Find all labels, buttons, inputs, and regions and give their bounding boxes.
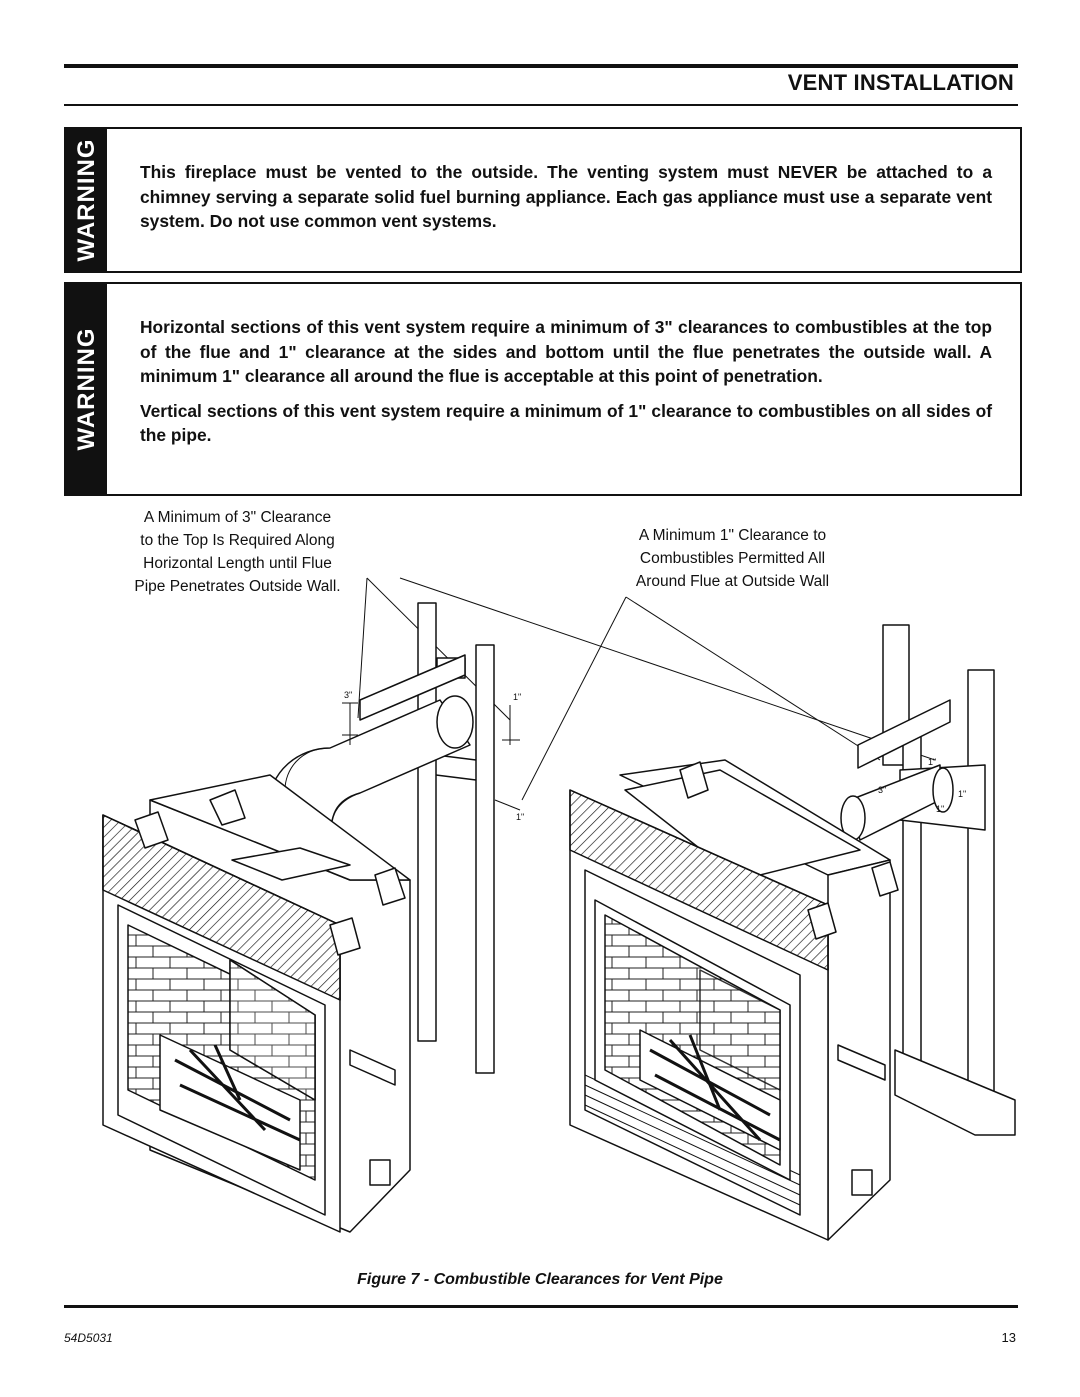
- vent-clearance-illustration: 3" 1" 1" 1" 1" 1" 3": [102, 577, 1016, 1241]
- dim-label-1in-wall-b: 1": [958, 789, 966, 799]
- warning-text-horizontal: Horizontal sections of this vent system …: [140, 317, 992, 386]
- label-1in-clearance: A Minimum 1" Clearance to Combustibles P…: [635, 527, 830, 590]
- warning-label: WARNING: [72, 138, 100, 262]
- page-title: VENT INSTALLATION: [787, 70, 1014, 95]
- dim-label-3in: 3": [344, 690, 352, 700]
- warning-text: This fireplace must be vented to the out…: [140, 162, 992, 231]
- warning-band: WARNING: [66, 129, 107, 271]
- dimension-ticks: [342, 702, 521, 811]
- bottom-rule: [64, 1305, 1018, 1308]
- warning-label: WARNING: [72, 327, 100, 451]
- top-rule-thick: [64, 64, 1018, 68]
- left-fireplace-body: [102, 774, 411, 1233]
- dim-label-1in-wall-c: 1": [936, 804, 944, 814]
- label-3in-clearance: A Minimum of 3" Clearance to the Top Is …: [134, 509, 341, 595]
- leader-1in-c: [399, 577, 936, 761]
- warning-text-vertical: Vertical sections of this vent system re…: [140, 400, 992, 446]
- dim-label-1in-top: 1": [513, 692, 521, 702]
- leader-3in: [357, 577, 368, 719]
- right-fireplace-body: [569, 759, 899, 1241]
- dim-label-1in-wall-a: 1": [928, 757, 936, 767]
- right-framing: [857, 624, 1016, 1136]
- top-rule-thin: [64, 104, 1018, 106]
- dim-label-1in-bottom: 1": [516, 812, 524, 822]
- document-number: 54D5031: [64, 1331, 113, 1345]
- warning-box-clearances: WARNING Horizontal sections of this vent…: [64, 282, 1022, 496]
- figure-caption: Figure 7 - Combustible Clearances for Ve…: [357, 1271, 723, 1288]
- leader-1in-b: [625, 596, 881, 761]
- leader-1in-a: [521, 596, 627, 801]
- page-number: 13: [1001, 1330, 1016, 1345]
- right-vent-pipe: [840, 764, 954, 841]
- warning-band: WARNING: [66, 284, 107, 494]
- dim-label-3in-wall: 3": [878, 785, 886, 795]
- warning-box-vent-separate: WARNING This fireplace must be vented to…: [64, 127, 1022, 273]
